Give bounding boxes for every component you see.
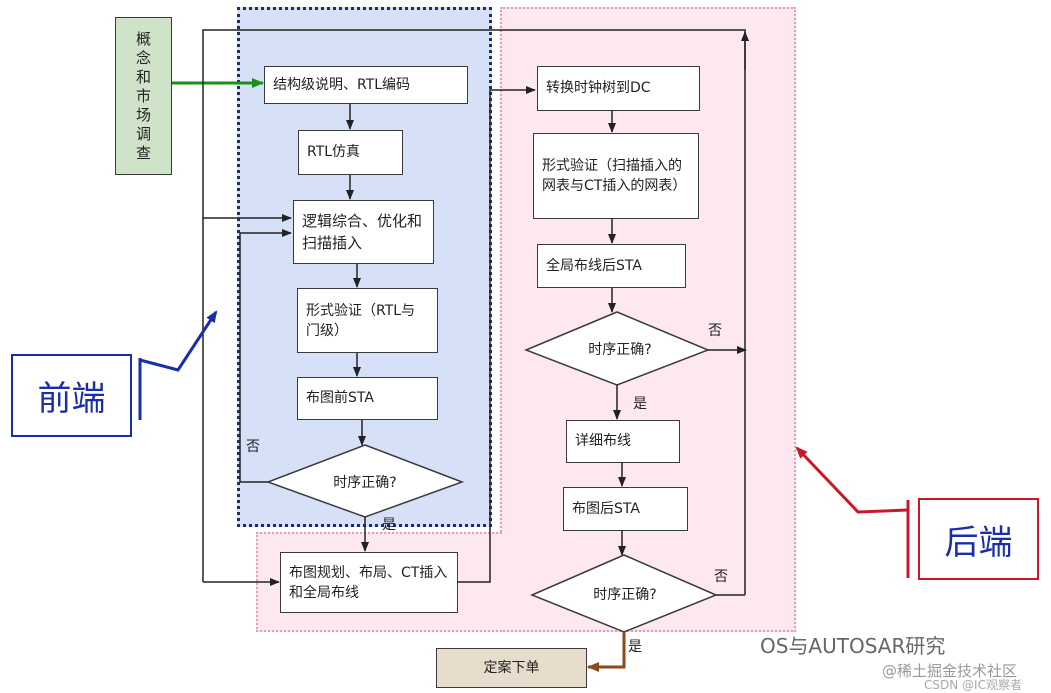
detail-route-box: 详细布线 xyxy=(566,420,680,463)
watermark-juejin: @稀土掘金技术社区 xyxy=(882,662,1018,680)
concept-box: 概 念 和 市 场 调 查 xyxy=(115,17,172,175)
spec-rtl-box: 结构级说明、RTL编码 xyxy=(264,66,468,104)
back-end-tag: 后端 xyxy=(918,498,1039,580)
pre-layout-sta-box: 布图前STA xyxy=(297,377,438,420)
synth-box: 逻辑综合、优化和扫描插入 xyxy=(293,200,434,264)
timing-back1-label: 时序正确? xyxy=(588,342,652,358)
tapeout-box: 定案下单 xyxy=(436,648,587,688)
back-tag-pointer xyxy=(795,446,909,514)
post-layout-sta-box: 布图后STA xyxy=(563,487,688,531)
front-end-tag: 前端 xyxy=(11,354,132,437)
arrow-no-front-loop xyxy=(239,229,292,483)
formal-scan-box: 形式验证（扫描插入的网表与CT插入的网表） xyxy=(533,133,699,219)
no-label-back2: 否 xyxy=(714,569,728,585)
timing-back2-label: 时序正确? xyxy=(593,587,657,603)
floorplan-box: 布图规划、布局、CT插入和全局布线 xyxy=(280,552,458,613)
timing-front-label: 时序正确? xyxy=(333,475,397,491)
watermark-csdn: CSDN @IC观察者 xyxy=(924,678,1022,692)
clock-tree-dc-box: 转换时钟树到DC xyxy=(537,66,700,111)
no-label-front: 否 xyxy=(246,439,260,455)
global-route-sta-box: 全局布线后STA xyxy=(537,244,686,288)
yes-label-back1: 是 xyxy=(633,396,647,412)
yes-label-back2: 是 xyxy=(628,639,642,655)
rtl-sim-box: RTL仿真 xyxy=(298,130,403,175)
front-tag-pointer xyxy=(139,310,218,372)
arrow-floorplan-to-ct xyxy=(458,86,536,583)
formal-rtl-box: 形式验证（RTL与门级） xyxy=(297,288,438,353)
arrow-yes-back2 xyxy=(587,632,626,672)
watermark-brand: OS与AUTOSAR研究 xyxy=(760,634,946,658)
arrow-outer-loop-top xyxy=(202,29,746,595)
no-label-back1: 否 xyxy=(708,323,722,339)
yes-label-front: 是 xyxy=(382,517,396,533)
